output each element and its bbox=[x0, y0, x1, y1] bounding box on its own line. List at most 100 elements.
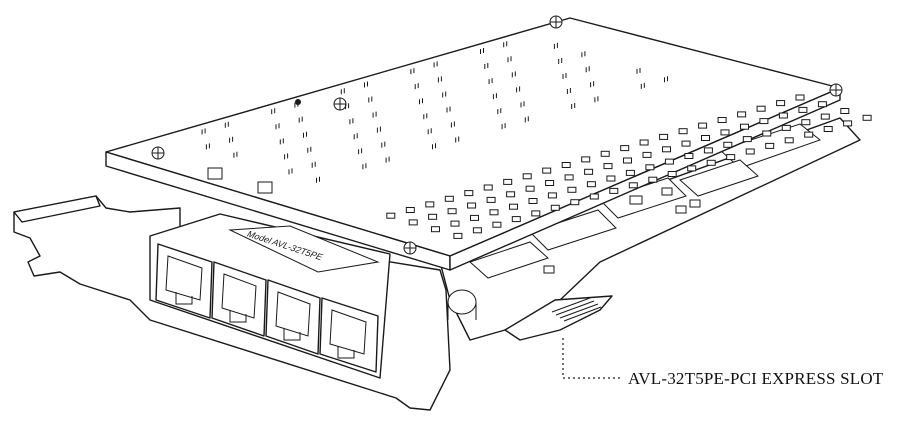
component-pins bbox=[553, 42, 558, 49]
top-board-side bbox=[449, 87, 841, 271]
smd-component bbox=[795, 94, 805, 101]
component-pins bbox=[294, 101, 299, 108]
smd-component bbox=[843, 120, 853, 127]
smd-component bbox=[687, 165, 697, 172]
component-pins bbox=[364, 81, 368, 88]
smd-component bbox=[567, 186, 577, 193]
component-pins bbox=[372, 111, 377, 118]
smd-component bbox=[820, 113, 830, 120]
smd-component bbox=[778, 112, 788, 119]
smd-component bbox=[784, 137, 794, 144]
component-pins bbox=[590, 81, 595, 88]
pcie-connector-pins bbox=[551, 297, 602, 322]
component-pins bbox=[492, 93, 497, 100]
component-pins bbox=[271, 108, 276, 115]
smd-component bbox=[642, 151, 652, 158]
component-pins bbox=[520, 101, 525, 108]
component-pins bbox=[362, 163, 367, 170]
smd-component bbox=[662, 146, 671, 153]
smd-component bbox=[550, 204, 560, 211]
smd-component bbox=[489, 209, 499, 216]
component-pins bbox=[511, 71, 516, 78]
screw-icons bbox=[151, 15, 843, 255]
component-pins bbox=[455, 136, 460, 143]
smd-component bbox=[706, 159, 716, 166]
component-pins bbox=[340, 88, 345, 95]
component-pins bbox=[201, 128, 206, 135]
component-pins bbox=[566, 88, 571, 94]
component-pins bbox=[205, 143, 210, 150]
smd-component bbox=[589, 193, 599, 200]
pcie-edge-connector bbox=[504, 295, 613, 341]
top-board-components bbox=[201, 41, 872, 239]
callout-leader bbox=[562, 338, 620, 379]
component-pins bbox=[507, 56, 512, 63]
component-pins bbox=[288, 168, 293, 175]
smd-component bbox=[472, 227, 482, 234]
component-pins bbox=[410, 68, 415, 75]
smd-component bbox=[531, 210, 541, 217]
smd-component bbox=[470, 214, 479, 221]
component-pins bbox=[581, 51, 586, 58]
rj45-port-1[interactable] bbox=[155, 243, 213, 319]
smd-component bbox=[586, 181, 596, 188]
component-pins bbox=[419, 98, 423, 105]
bracket-flange bbox=[13, 195, 101, 223]
component-pins bbox=[376, 126, 381, 133]
rj45-port-4[interactable] bbox=[319, 297, 379, 373]
component-pins bbox=[358, 148, 363, 155]
component-pins bbox=[353, 133, 358, 140]
smd-component bbox=[648, 176, 658, 183]
component-pins bbox=[284, 153, 289, 160]
smd-component bbox=[506, 191, 516, 198]
smd-component bbox=[405, 207, 415, 213]
rj45-ports bbox=[155, 243, 379, 373]
component-pins bbox=[636, 67, 641, 74]
rj45-port-2[interactable] bbox=[211, 261, 267, 337]
smd-component bbox=[606, 175, 616, 182]
smd-component bbox=[759, 118, 769, 125]
component-pins bbox=[585, 66, 590, 73]
smd-component bbox=[659, 133, 669, 140]
component-pins bbox=[446, 106, 451, 113]
smd-component bbox=[453, 232, 463, 239]
smd-component bbox=[840, 108, 850, 114]
component-pins bbox=[275, 123, 280, 130]
component-pins bbox=[311, 161, 316, 168]
component-pins bbox=[233, 151, 238, 158]
smd-component bbox=[723, 141, 733, 148]
component-pins bbox=[640, 82, 645, 89]
smd-component bbox=[492, 221, 502, 228]
smd-component bbox=[817, 101, 827, 108]
component-pins bbox=[503, 41, 508, 48]
smd-component bbox=[581, 156, 591, 163]
smd-component bbox=[623, 157, 632, 164]
smd-component bbox=[717, 117, 727, 123]
smd-component bbox=[762, 130, 772, 137]
smd-component bbox=[781, 124, 791, 131]
rj45-port-3[interactable] bbox=[265, 279, 321, 355]
smd-component bbox=[776, 100, 786, 107]
smd-component bbox=[570, 199, 580, 206]
smd-component bbox=[425, 201, 435, 208]
component-pins bbox=[480, 48, 484, 54]
smd-component bbox=[509, 203, 518, 210]
smd-component bbox=[444, 195, 454, 202]
smd-component bbox=[625, 169, 635, 176]
smd-component bbox=[737, 111, 747, 118]
smd-component bbox=[703, 147, 713, 154]
smd-component bbox=[431, 226, 440, 233]
component-pins bbox=[316, 176, 320, 183]
smd-component bbox=[645, 164, 655, 171]
smd-component bbox=[584, 168, 594, 175]
component-pins bbox=[558, 58, 563, 64]
component-pins bbox=[385, 156, 390, 163]
smd-component bbox=[511, 216, 521, 223]
component-pins bbox=[594, 96, 599, 103]
smd-component bbox=[628, 182, 638, 189]
smd-component bbox=[386, 212, 396, 219]
smd-component bbox=[545, 180, 555, 186]
component-pins bbox=[524, 116, 529, 123]
component-pins bbox=[450, 121, 455, 128]
